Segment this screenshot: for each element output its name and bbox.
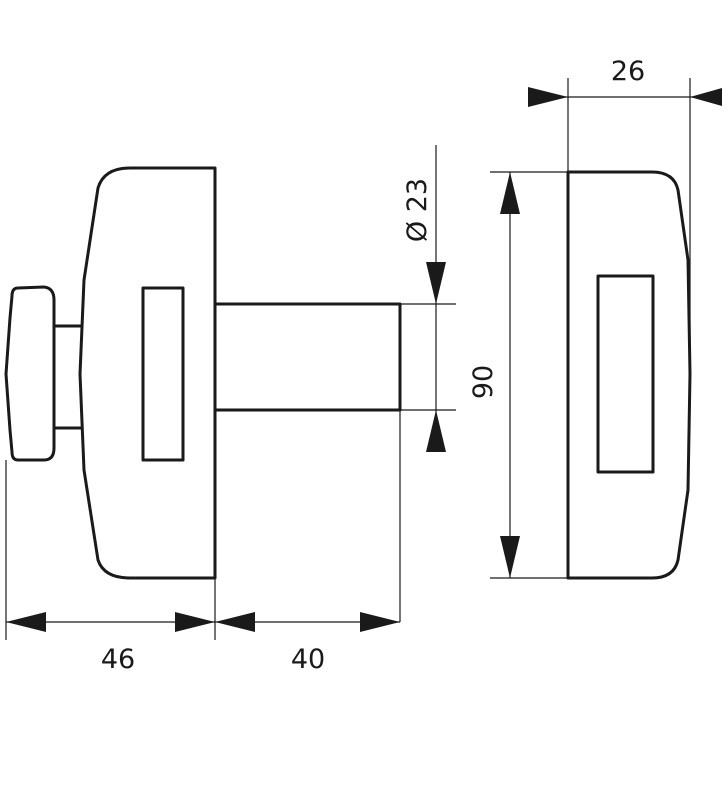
dim-label-40: 40 [291, 644, 325, 675]
front-slot [596, 274, 655, 474]
arrow-up-icon [500, 172, 520, 214]
arrow-right-icon [360, 612, 400, 632]
arrow-down-icon [500, 536, 520, 578]
dim-label-90: 90 [468, 365, 499, 399]
arrow-right-icon [528, 87, 568, 107]
front-view [566, 170, 692, 580]
spindle [213, 302, 402, 412]
side-view [4, 166, 402, 580]
arrow-left-icon [690, 88, 722, 106]
arrow-up-icon [426, 410, 446, 452]
dimension-diameter-23: Ø 23 [400, 145, 456, 452]
front-body [566, 170, 692, 580]
arrow-left-icon [215, 612, 255, 632]
knob-neck [52, 324, 84, 430]
knob [4, 285, 56, 462]
dimension-46: 46 [5, 460, 216, 675]
dimension-40: 40 [215, 410, 401, 675]
dim-label-26: 26 [611, 56, 645, 87]
dim-label-diameter-23: Ø 23 [402, 178, 433, 242]
dim-label-46: 46 [101, 644, 135, 675]
arrow-left-icon [6, 612, 46, 632]
dimension-90: 90 [468, 171, 568, 579]
body-slot [141, 286, 185, 462]
rose-body [78, 166, 217, 580]
arrow-right-icon [175, 612, 215, 632]
arrow-down-icon [426, 262, 446, 304]
dimension-26: 26 [528, 56, 722, 374]
